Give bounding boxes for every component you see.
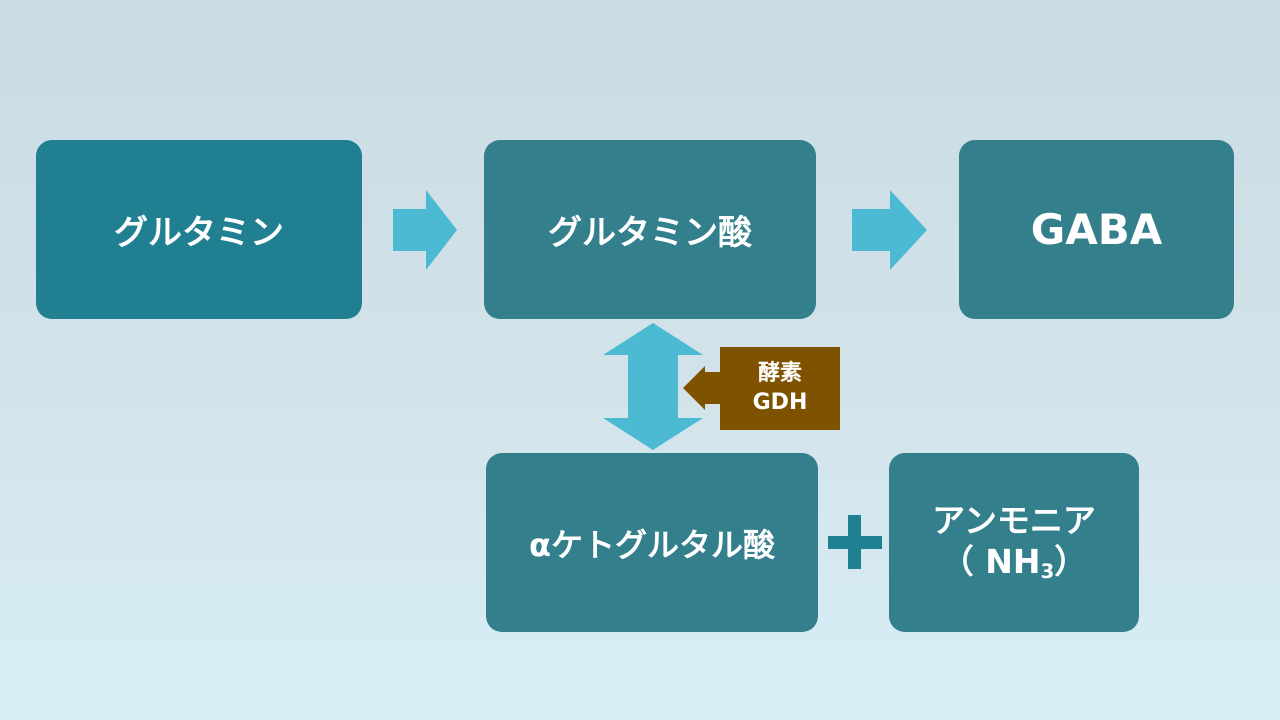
node-label: αケトグルタル酸 bbox=[529, 525, 775, 564]
enzyme-line-2: GDH bbox=[752, 389, 808, 415]
node-label: グルタミン bbox=[114, 213, 284, 253]
node-glutamic-acid: グルタミン酸 bbox=[484, 140, 816, 319]
node-alpha-ketoglutaric-acid: αケトグルタル酸 bbox=[486, 453, 818, 632]
arrow-right-icon bbox=[852, 190, 927, 270]
double-arrow-vertical-icon bbox=[603, 323, 703, 450]
enzyme-line-1: 酵素 bbox=[757, 360, 802, 386]
ammonia-name: アンモニア bbox=[932, 501, 1096, 541]
node-label: グルタミン酸 bbox=[548, 213, 752, 253]
node-label: GABA bbox=[1030, 205, 1163, 254]
node-gaba: GABA bbox=[959, 140, 1234, 319]
formula-open: （ NH bbox=[940, 542, 1041, 582]
arrow-right-icon bbox=[393, 190, 457, 270]
formula-close: ） bbox=[1054, 542, 1088, 582]
enzyme-label-box: 酵素 GDH bbox=[720, 347, 840, 430]
node-glutamine: グルタミン bbox=[36, 140, 362, 319]
arrow-left-icon bbox=[683, 366, 720, 410]
ammonia-formula: （ NH3） bbox=[941, 541, 1088, 585]
node-ammonia: アンモニア （ NH3） bbox=[889, 453, 1139, 632]
formula-subscript: 3 bbox=[1040, 560, 1055, 584]
plus-icon bbox=[828, 515, 882, 569]
